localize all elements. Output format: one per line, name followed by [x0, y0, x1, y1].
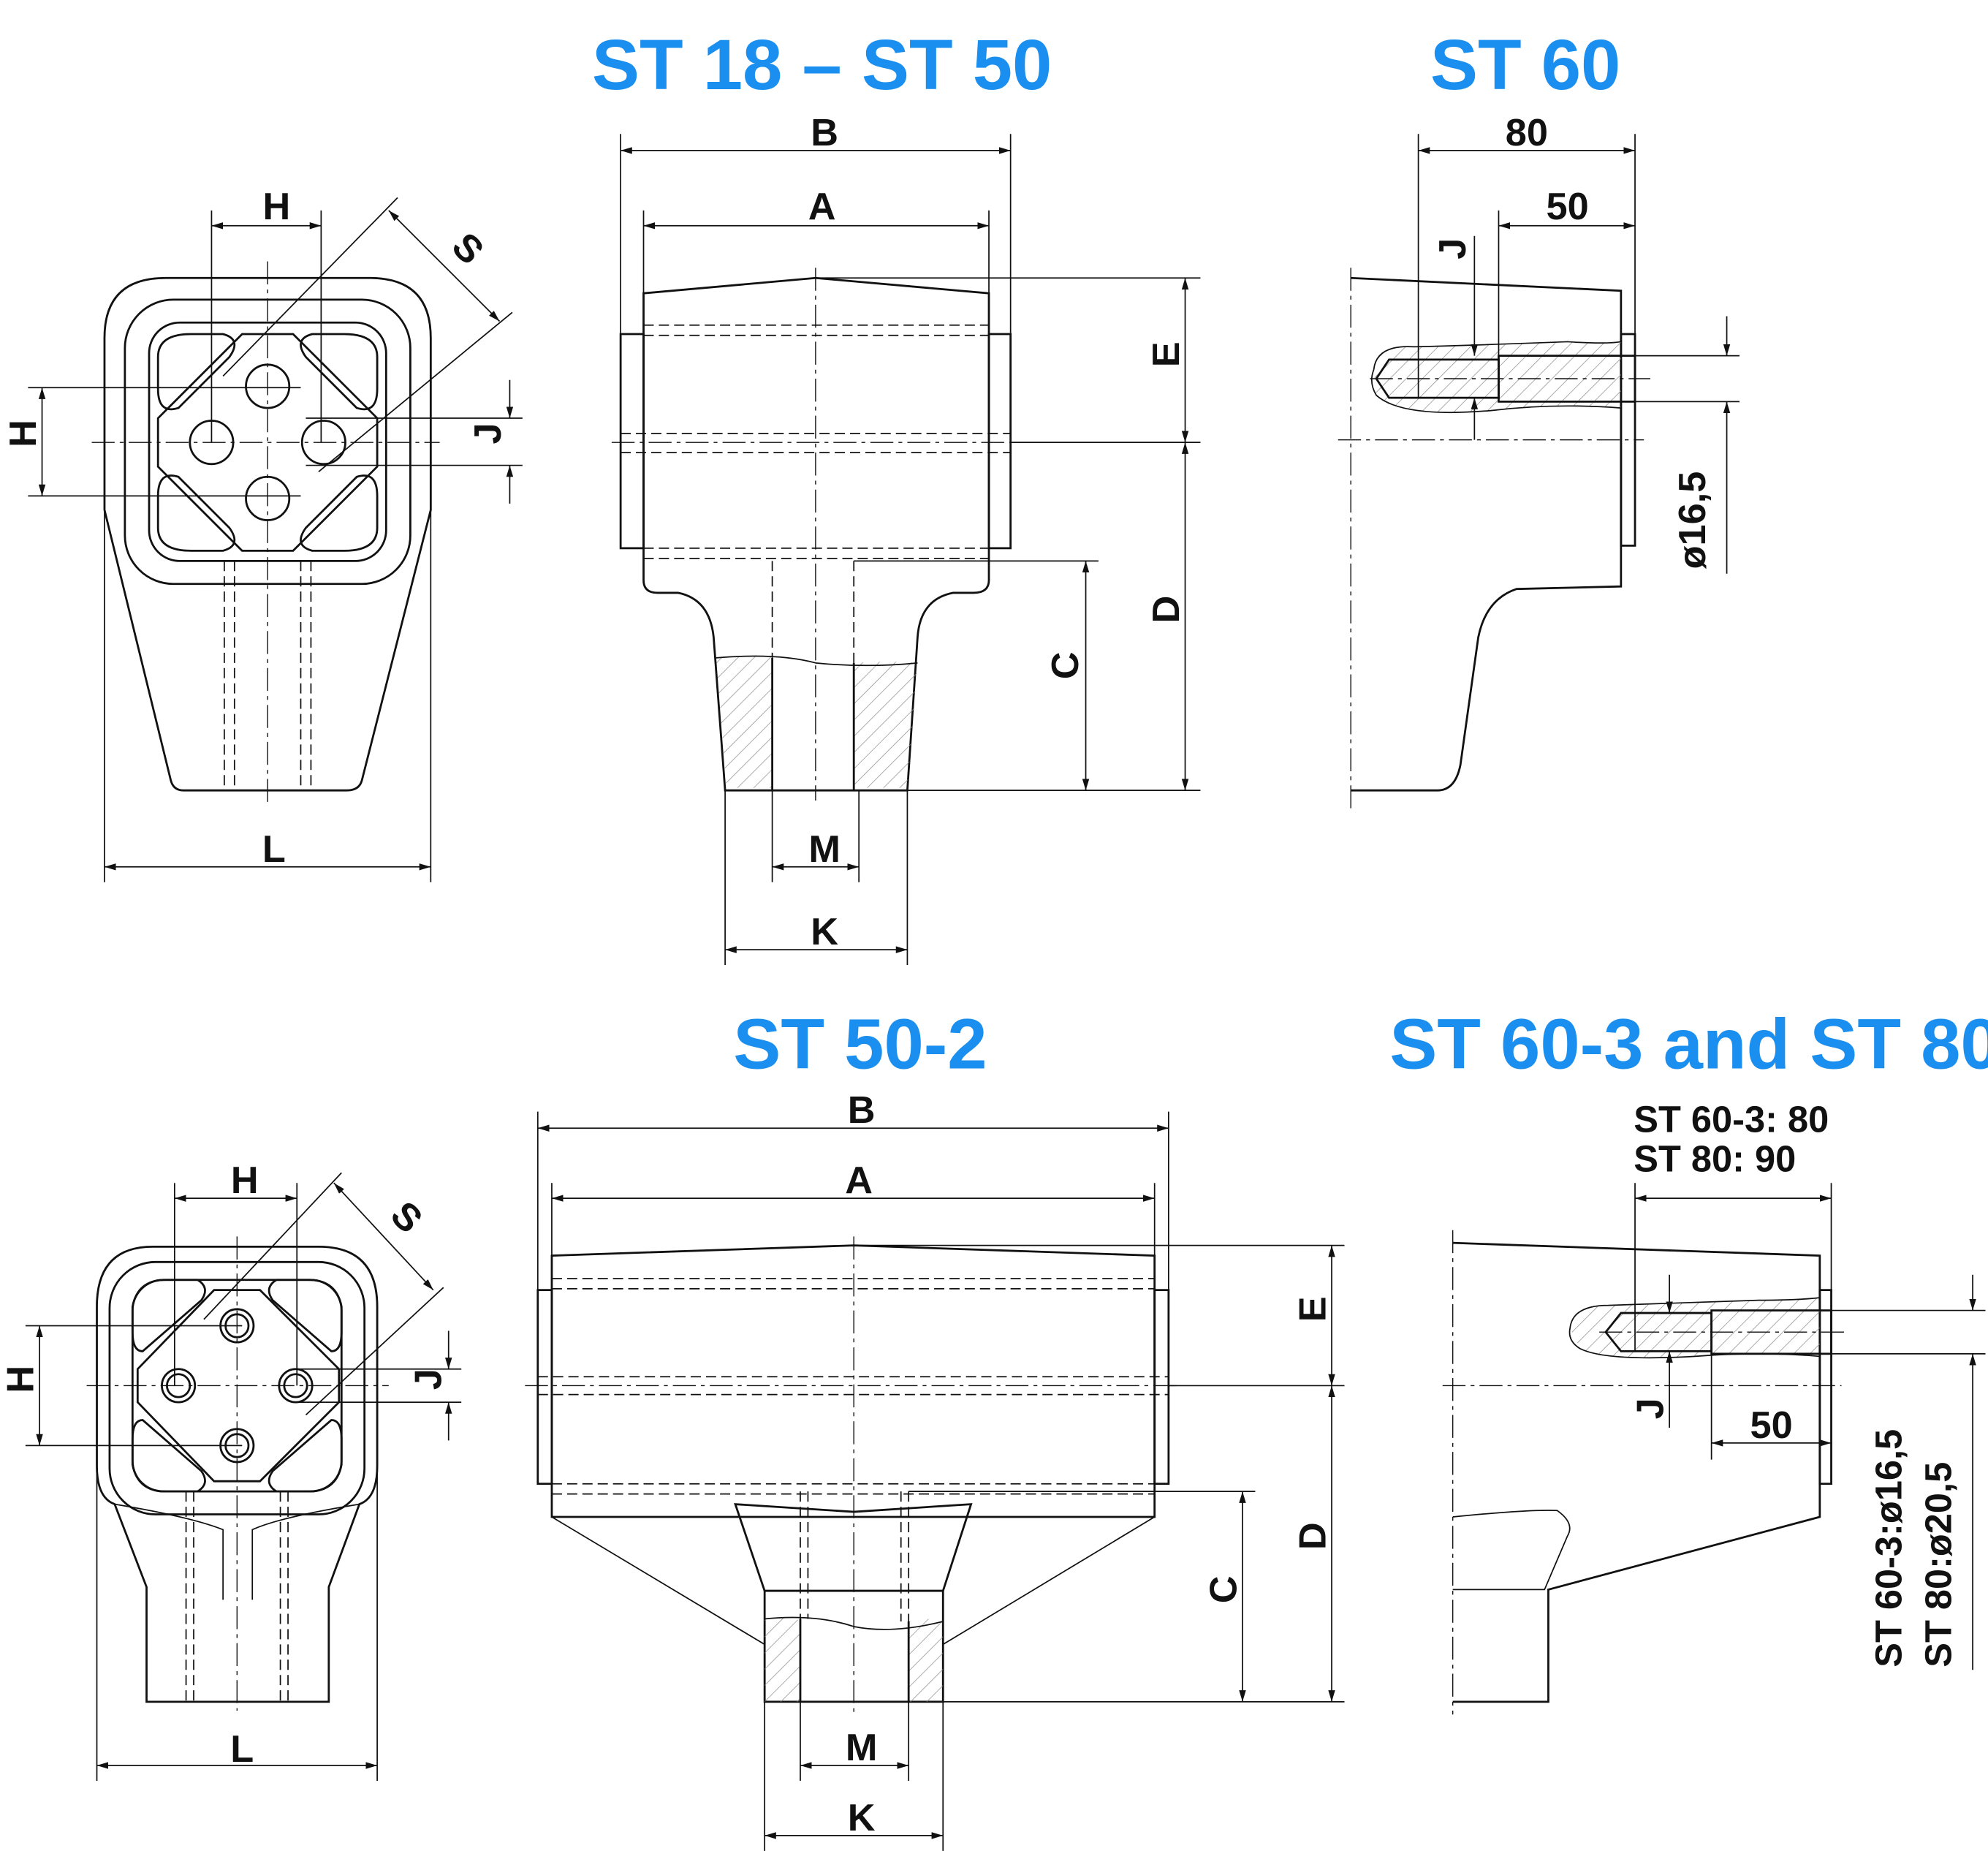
- st60-3-diameter: ST 60-3:ø16,5: [1867, 1429, 1909, 1668]
- dim-label-j-b: J: [407, 1369, 449, 1390]
- dim-label-b: B: [811, 112, 838, 154]
- dim-label-a: A: [808, 186, 836, 228]
- st60-dim-j: J: [1432, 238, 1474, 260]
- dim-label-k-b: K: [848, 1797, 876, 1839]
- dim-label-h-left-b: H: [0, 1366, 42, 1393]
- dim-label-c: C: [1044, 651, 1087, 679]
- st60-3-width-80: ST 60-3: 80: [1634, 1098, 1829, 1140]
- title-st60-3-st80: ST 60-3 and ST 80: [1389, 1004, 1988, 1083]
- front-view-st18-st50: H H J S L: [2, 186, 523, 882]
- st60-diameter: ø16,5: [1672, 472, 1714, 569]
- dim-label-h-top: H: [262, 186, 290, 228]
- dim-label-s: S: [444, 224, 492, 273]
- dim-label-l: L: [262, 828, 286, 871]
- title-st50-2: ST 50-2: [733, 1004, 987, 1083]
- dim-label-m-b: M: [846, 1727, 878, 1769]
- st60-width-80: 80: [1506, 112, 1548, 154]
- st80-width-90: ST 80: 90: [1634, 1138, 1796, 1180]
- dim-label-l-b: L: [230, 1728, 254, 1771]
- side-view-st50-2: B A E D C M K: [525, 1089, 1345, 1851]
- st60-offset-50: 50: [1547, 186, 1589, 228]
- dim-label-d-b: D: [1291, 1522, 1334, 1550]
- dim-label-b-b: B: [848, 1089, 876, 1132]
- dim-label-j: J: [467, 423, 509, 444]
- st60-3-offset-50: 50: [1750, 1404, 1793, 1447]
- dim-label-e-b: E: [1291, 1296, 1334, 1322]
- side-view-st60: 80 50 J ø16,5: [1338, 112, 1740, 810]
- dim-label-h-top-b: H: [231, 1159, 259, 1202]
- dim-label-c-b: C: [1202, 1576, 1245, 1604]
- side-view-st18-st50: B A E D C M K: [611, 112, 1201, 966]
- title-st18-st50: ST 18 – ST 50: [592, 25, 1052, 105]
- front-view-st50-2: H H J S L: [0, 1159, 462, 1781]
- dim-label-a-b: A: [845, 1159, 873, 1202]
- st80-diameter: ST 80:ø20,5: [1917, 1462, 1959, 1668]
- dim-label-e: E: [1145, 341, 1188, 367]
- dim-label-k: K: [811, 911, 838, 953]
- dim-label-d: D: [1145, 596, 1188, 624]
- dim-label-s-b: S: [382, 1194, 430, 1242]
- dim-label-m: M: [808, 828, 841, 871]
- side-view-st60-3-st80: ST 60-3: 80 ST 80: 90 50 J ST 60-3:ø16,5…: [1442, 1098, 1986, 1715]
- dim-label-h-left: H: [2, 420, 45, 447]
- st60-3-dim-j: J: [1629, 1398, 1672, 1419]
- title-st60: ST 60: [1430, 25, 1620, 105]
